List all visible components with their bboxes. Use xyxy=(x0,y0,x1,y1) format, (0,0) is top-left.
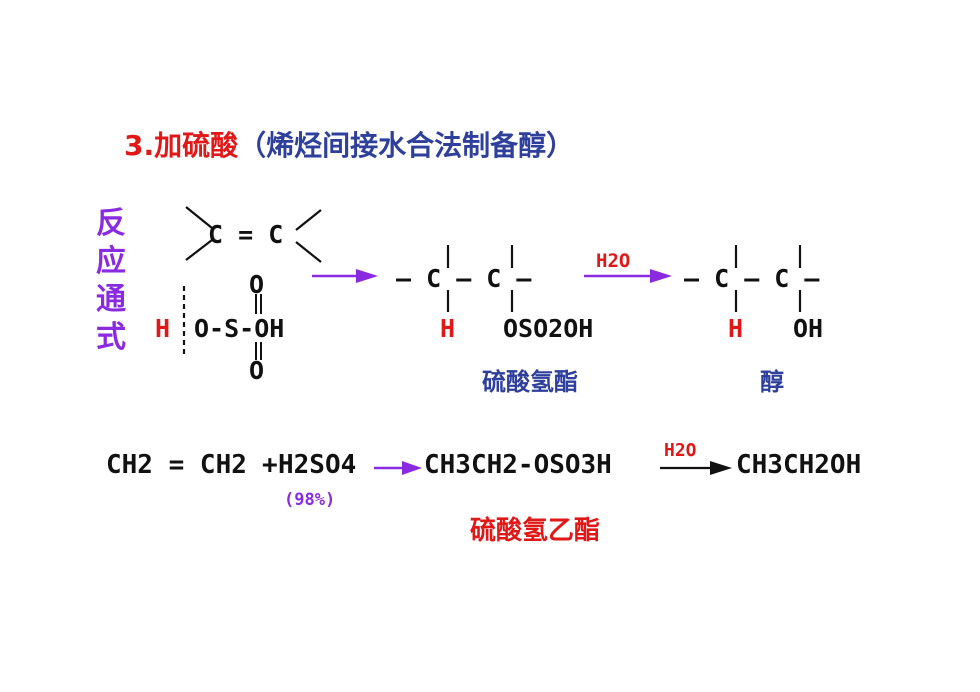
alkene-bond-ur xyxy=(295,209,322,231)
example-product: CH3CH2OH xyxy=(736,450,862,480)
title-main: 加硫酸 xyxy=(154,129,239,162)
prod-oh: OH xyxy=(793,314,824,343)
example-arrow-1-head xyxy=(402,461,422,475)
example-intermediate: CH3CH2-OSO3H xyxy=(424,450,612,480)
title-paren: （烯烃间接水合法制备醇） xyxy=(238,129,575,162)
arrow-1-head xyxy=(356,269,378,283)
side-char-4: 式 xyxy=(96,320,126,355)
acid-rest: O-S-OH xyxy=(194,314,285,343)
mid-backbone: — C — C — xyxy=(396,264,532,293)
example-reactant2: H2SO4 xyxy=(278,450,357,480)
mid-h: H xyxy=(440,314,456,343)
acid-h: H xyxy=(155,314,171,343)
side-label: 反 应 通 式 xyxy=(96,205,132,357)
alkene-bond-lr xyxy=(295,241,322,263)
example-arrow-label: H2O xyxy=(664,440,697,461)
prod-name: 醇 xyxy=(760,368,784,396)
arrow-2-head xyxy=(650,269,672,283)
arrow-2-label: H2O xyxy=(596,250,631,272)
example-reactant1: CH2 = CH2 xyxy=(106,450,247,480)
example-concentration: (98%) xyxy=(284,490,336,510)
prod-backbone: — C — C — xyxy=(684,264,820,293)
alkene-text: C = C xyxy=(208,220,284,249)
example-plus: + xyxy=(262,450,278,480)
alkene-bond-ul xyxy=(185,206,213,229)
prod-h: H xyxy=(728,314,744,343)
title-number: 3. xyxy=(124,129,155,162)
example-arrow-2-head xyxy=(710,461,732,475)
mid-name: 硫酸氢酯 xyxy=(482,368,578,396)
alkene-bond-ll xyxy=(185,239,213,261)
acid-bottom-o: O xyxy=(249,356,265,385)
side-char-3: 通 xyxy=(96,282,126,317)
page-title: 3.加硫酸（烯烃间接水合法制备醇） xyxy=(124,124,574,164)
acid-top-o: O xyxy=(249,270,265,299)
side-char-1: 反 xyxy=(96,206,126,241)
mid-substituent: OSO2OH xyxy=(503,314,594,343)
example-intermediate-name: 硫酸氢乙酯 xyxy=(470,516,601,546)
side-char-2: 应 xyxy=(96,244,126,279)
